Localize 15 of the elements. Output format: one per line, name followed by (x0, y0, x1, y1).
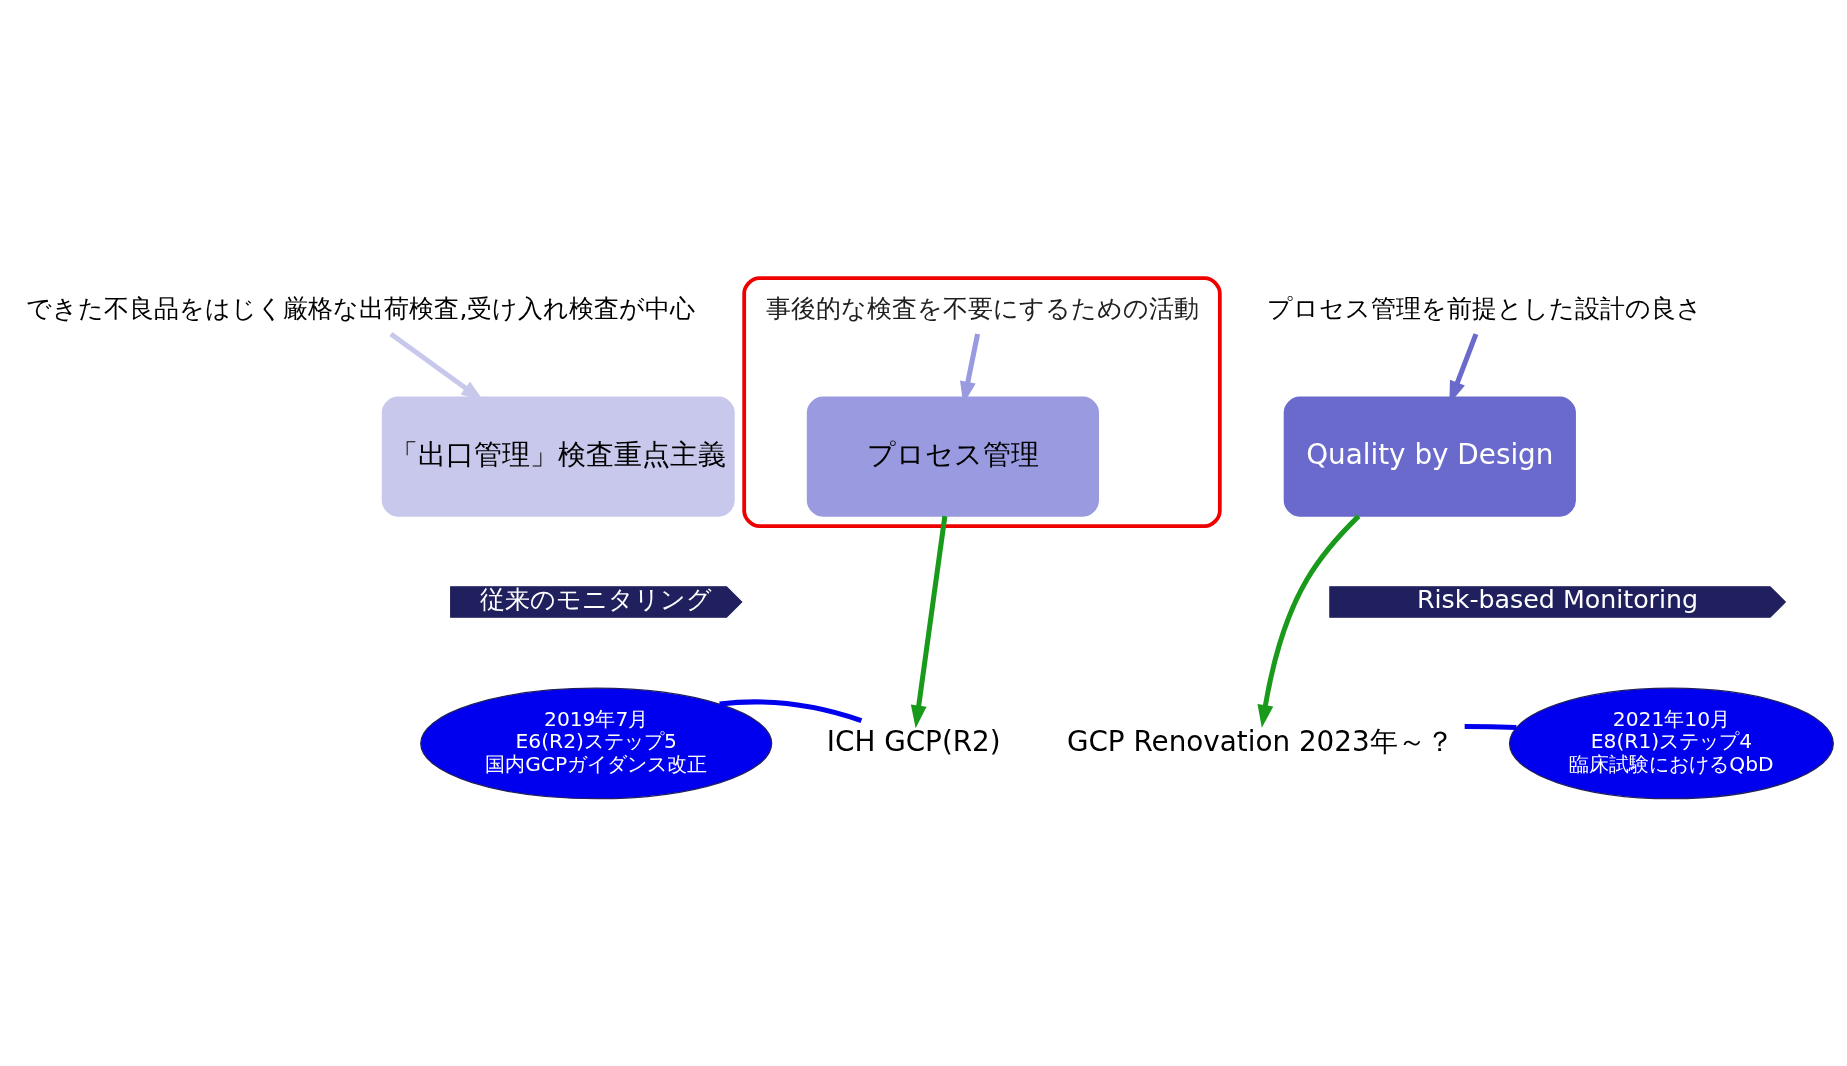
node-ellipse: 2019年7月 E6(R2)ステップ5 国内GCPガイダンス改正 (420, 687, 773, 799)
node-text: 事後的な検査を不要にするための活動 (765, 293, 1199, 323)
cluster (742, 275, 1222, 528)
connector (1464, 723, 1517, 730)
node-text: GCP Renovation 2023年～？ (1066, 724, 1454, 758)
node-box: 「出口管理」検査重点主義 (381, 395, 735, 517)
node-text: ICH GCP(R2) (826, 724, 1001, 758)
node-box: Quality by Design (1283, 395, 1576, 517)
arrow (910, 515, 948, 728)
node-box: プロセス管理 (806, 395, 1100, 517)
node-text: プロセス管理を前提とした設計の良さ (1266, 293, 1702, 323)
node-ellipse: 2021年10月 E8(R1)ステップ4 臨床試験におけるQbD (1508, 687, 1834, 799)
connector (719, 698, 863, 723)
arrow (1257, 513, 1361, 728)
node-text: できた不良品をはじく厳格な出荷検査,受け入れ検査が中心 (26, 293, 696, 323)
